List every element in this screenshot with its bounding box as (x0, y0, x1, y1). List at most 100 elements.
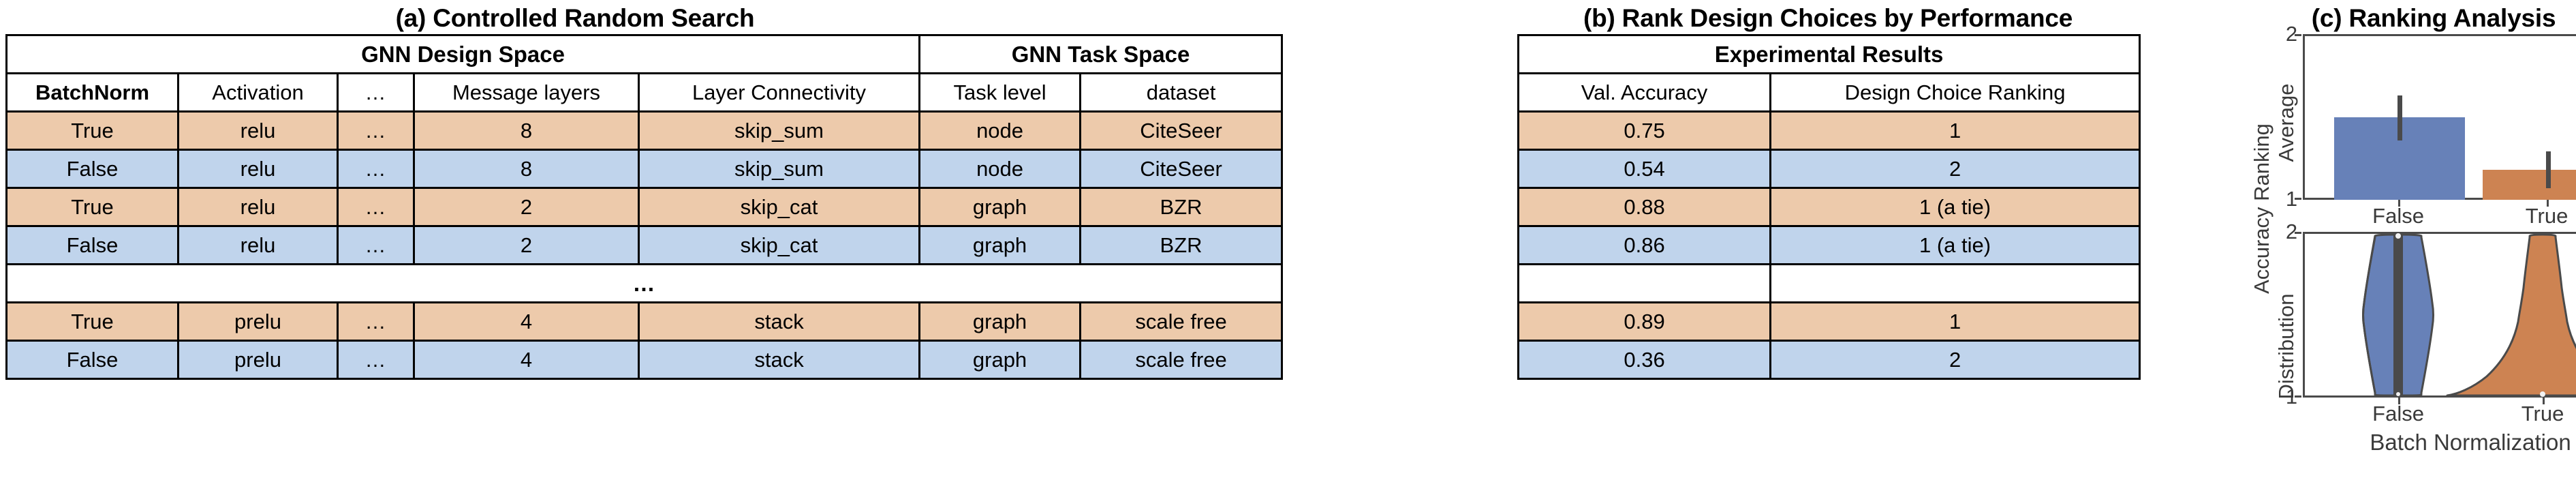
column-header-task-level: Task level (918, 72, 1082, 113)
violin-chart-distribution: 2 1 (2286, 221, 2576, 455)
x-axis-title: Batch Normalization (2370, 430, 2571, 455)
cell-task-level: graph (918, 187, 1082, 227)
cell-dataset: BZR (1079, 225, 1284, 265)
table-row-blank (1517, 263, 2141, 303)
cell-layer-connectivity: skip_sum (637, 110, 921, 151)
bar-ytick-label-1: 1 (2285, 187, 2298, 211)
bar-xtick-label-true: True (2525, 204, 2569, 228)
cell-activation: relu (177, 225, 339, 265)
cell-message-layers: 2 (413, 225, 640, 265)
cell-layer-connectivity: stack (637, 301, 921, 342)
cell-batchnorm: True (5, 187, 179, 227)
cell-ellipsis: … (337, 187, 415, 227)
cell-design-choice-ranking (1769, 263, 2141, 303)
cell-val-accuracy (1517, 263, 1772, 303)
cell-design-choice-ranking: 1 (a tie) (1769, 225, 2141, 265)
cell-layer-connectivity: stack (637, 340, 921, 380)
column-header-design-choice-ranking: Design Choice Ranking (1769, 72, 2141, 113)
bar-xtick-label-false: False (2372, 204, 2424, 228)
cell-ellipsis: … (337, 225, 415, 265)
cell-batchnorm: False (5, 225, 179, 265)
table-row: 0.88 1 (a tie) (1517, 187, 2141, 227)
panel-controlled-random-search: (a) Controlled Random Search GNN Design … (5, 3, 1284, 380)
cell-batchnorm: True (5, 301, 179, 342)
cell-design-choice-ranking: 2 (1769, 340, 2141, 380)
cell-activation: prelu (177, 301, 339, 342)
error-bar-true (2546, 151, 2551, 188)
violin-false-lower-point (2396, 392, 2401, 396)
design-space-table: GNN Design Space GNN Task Space BatchNor… (5, 34, 1284, 380)
cell-design-choice-ranking: 2 (1769, 149, 2141, 189)
panel-ranking-analysis: (c) Ranking Analysis Accuracy Ranking Av… (2243, 3, 2576, 455)
violin-xtick-mark-true (2543, 398, 2545, 404)
violin-false-kde-left (2362, 235, 2376, 393)
panel-c-title: (c) Ranking Analysis (2311, 4, 2556, 32)
column-header-layer-connectivity: Layer Connectivity (637, 72, 921, 113)
cell-activation: relu (177, 110, 339, 151)
bar-ytick-label-2: 2 (2285, 22, 2298, 46)
cell-val-accuracy: 0.54 (1517, 149, 1772, 189)
cell-message-layers: 2 (413, 187, 640, 227)
plots-column: 2 1 False True 2 (2286, 23, 2576, 455)
table-row: 0.36 2 (1517, 340, 2141, 380)
table-row: 0.54 2 (1517, 149, 2141, 189)
violin-ytick-label-2: 2 (2285, 220, 2298, 243)
table-row: False relu … 8 skip_sum node CiteSeer (5, 149, 1284, 189)
column-header-ellipsis: … (337, 72, 415, 113)
column-header-activation: Activation (177, 72, 339, 113)
cell-message-layers: 4 (413, 340, 640, 380)
cell-layer-connectivity: skip_cat (637, 187, 921, 227)
panel-a-title: (a) Controlled Random Search (395, 4, 755, 32)
bar-xtick-mark-false (2398, 200, 2401, 207)
violin-xtick-label-true: True (2521, 402, 2564, 425)
cell-dataset: CiteSeer (1079, 110, 1284, 151)
cell-message-layers: 4 (413, 301, 640, 342)
group-header-gnn-task-space: GNN Task Space (918, 34, 1284, 74)
cell-task-level: node (918, 149, 1082, 189)
table-row: False prelu … 4 stack graph scale free (5, 340, 1284, 380)
cell-message-layers: 8 (413, 110, 640, 151)
violin-false-median-bar (2393, 235, 2404, 395)
ranking-analysis-charts: Accuracy Ranking Average Distribution 2 … (2243, 23, 2576, 455)
violin-ytick-mark-2 (2295, 232, 2302, 234)
cell-batchnorm: True (5, 110, 179, 151)
table-row: True relu … 8 skip_sum node CiteSeer (5, 110, 1284, 151)
cell-rows-ellipsis: … (5, 263, 1284, 303)
violin-false-median-point (2395, 233, 2402, 239)
violin-xtick-label-false: False (2372, 402, 2424, 425)
bar-chart-average: 2 1 False True (2286, 23, 2576, 232)
table-row: True relu … 2 skip_cat graph BZR (5, 187, 1284, 227)
y-axis-label-distribution: Distribution (2274, 293, 2299, 400)
cell-design-choice-ranking: 1 (1769, 301, 2141, 342)
cell-val-accuracy: 0.89 (1517, 301, 1772, 342)
violin-xtick-mark-false (2398, 398, 2401, 404)
cell-ellipsis: … (337, 110, 415, 151)
table-group-header-row: Experimental Results (1517, 34, 2141, 74)
experimental-results-table: Experimental Results Val. Accuracy Desig… (1517, 34, 2141, 380)
violin-ytick-label-1: 1 (2285, 385, 2298, 408)
cell-val-accuracy: 0.86 (1517, 225, 1772, 265)
cell-val-accuracy: 0.75 (1517, 110, 1772, 151)
cell-design-choice-ranking: 1 (a tie) (1769, 187, 2141, 227)
panel-b-title: (b) Rank Design Choices by Performance (1583, 4, 2073, 32)
table-row: False relu … 2 skip_cat graph BZR (5, 225, 1284, 265)
cell-task-level: node (918, 110, 1082, 151)
group-header-gnn-design-space: GNN Design Space (5, 34, 921, 74)
cell-message-layers: 8 (413, 149, 640, 189)
violin-ytick-mark-1 (2295, 395, 2302, 398)
column-header-batchnorm: BatchNorm (5, 72, 179, 113)
cell-dataset: BZR (1079, 187, 1284, 227)
table-column-header-row: Val. Accuracy Design Choice Ranking (1517, 72, 2141, 113)
bar-ytick-mark-2 (2295, 34, 2302, 36)
table-row: 0.75 1 (1517, 110, 2141, 151)
table-row: 0.89 1 (1517, 301, 2141, 342)
table-row: 0.86 1 (a tie) (1517, 225, 2141, 265)
table-column-header-row: BatchNorm Activation … Message layers La… (5, 72, 1284, 113)
violin-true (2446, 233, 2576, 397)
cell-val-accuracy: 0.36 (1517, 340, 1772, 380)
cell-ellipsis: … (337, 340, 415, 380)
table-group-header-row: GNN Design Space GNN Task Space (5, 34, 1284, 74)
y-axis-outer-label: Accuracy Ranking (2243, 34, 2274, 450)
cell-val-accuracy: 0.88 (1517, 187, 1772, 227)
